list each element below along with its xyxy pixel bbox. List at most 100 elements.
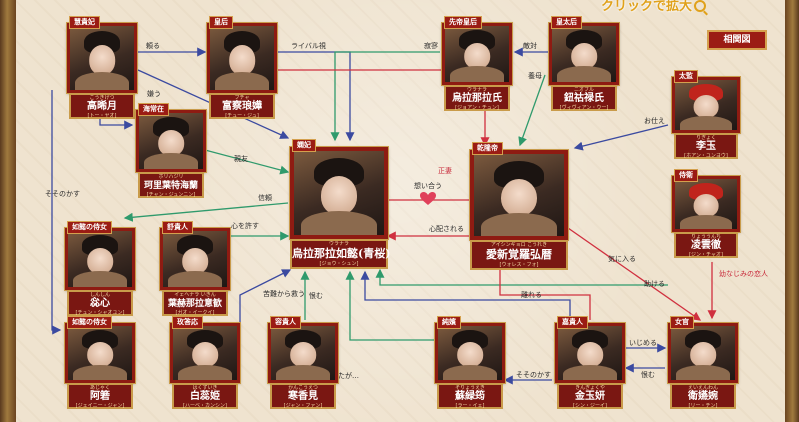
character-name: 金玉妍: [575, 391, 605, 402]
line-ruyi-xinxin: [123, 202, 289, 222]
ruby: ホリハジリ: [158, 174, 184, 180]
line-gaoxi-ajiao: [51, 90, 62, 335]
character-name: 白蕊姫: [190, 391, 220, 402]
actor-name: [ジェイニー・ジャン]: [75, 403, 125, 409]
label-betrayed: 裏切ったが…: [317, 372, 359, 380]
nameplate: フチャ 富察琅嬅 [チュー・ジュ]: [209, 93, 275, 119]
nameplate: りょううんち 凌雲徹 [ジン・チャオ]: [674, 232, 738, 258]
nameplate: ホリハジリ 珂里葉特海蘭 [チャン・ジュンニン]: [138, 172, 204, 198]
portrait: [160, 228, 230, 290]
label-incite2: そそのかす: [516, 371, 551, 379]
nameplate: かんこうえつ 寒香見 [ジャン・ファン]: [270, 383, 336, 409]
line-ling-ruyi: [375, 268, 668, 286]
line-hongli-weiyan: [567, 227, 702, 321]
line-sulu-ruyi: [345, 270, 440, 341]
ruby: かんこうえつ: [288, 385, 318, 391]
actor-name: [ガオ・イークイ]: [175, 310, 215, 316]
nameplate: こうきげつ 高晞月 [トー・ヤオ]: [69, 93, 135, 119]
actor-name: [チュン・シャオユン]: [75, 310, 125, 316]
label-incite: そそのかす: [45, 190, 80, 198]
actor-name: [ラー・イェ]: [455, 403, 485, 409]
label-open-heart: 心を許す: [231, 222, 259, 230]
ruby: アイシンギョロ こうれき: [490, 242, 548, 248]
role-tag: 乾隆帝: [472, 142, 503, 155]
portrait: [555, 323, 625, 383]
label-distrust: 離れる: [521, 291, 542, 299]
character-name: 鈕祜禄氏: [564, 93, 604, 104]
character-name: 烏拉那拉如懿(青桜): [292, 247, 391, 260]
label-resent: 恨む: [309, 292, 323, 300]
nameplate: イェヘナラ いきん 葉赫那拉意歓 [ガオ・イークイ]: [162, 290, 228, 316]
character-name: 蘇緑筠: [455, 391, 485, 402]
actor-name: [ウォレス・フォ]: [499, 262, 539, 268]
role-tag: 容貴人: [270, 316, 301, 329]
label-adopt: 養母: [528, 72, 542, 80]
label-bully2: いじめる: [629, 339, 657, 347]
actor-name: [チュー・ジュ]: [225, 113, 259, 119]
label-like: 気に入る: [608, 255, 636, 263]
line-jinyu-hongli: [495, 260, 591, 320]
character-name: 凌雲徹: [691, 240, 721, 251]
character-name: 李玉: [696, 141, 716, 152]
nameplate: ウラナラ 烏拉那拉如懿(青桜) [ジョウ・シュン]: [290, 239, 391, 269]
character-name: 烏拉那拉氏: [452, 93, 502, 104]
line-liyu-hongli: [573, 124, 669, 151]
label-childhood: 幼なじみの恋人: [719, 270, 768, 278]
left-frame: [0, 0, 16, 422]
ruby: フチャ: [234, 95, 250, 101]
portrait: [549, 23, 619, 85]
line-niohuru-hongli: [518, 74, 546, 147]
role-tag: 嫻妃: [292, 139, 316, 152]
ruby: こうきげつ: [89, 95, 115, 101]
role-tag: 太監: [674, 70, 698, 83]
role-tag: 皇后: [209, 16, 233, 29]
magnifier-icon: [694, 0, 707, 12]
portrait: [442, 23, 512, 85]
portrait: [672, 176, 740, 232]
line-jinyu-ruyi: [360, 270, 571, 320]
actor-name: [シン・ジーイ]: [573, 403, 607, 409]
role-tag: 舒貴人: [162, 221, 193, 234]
portrait: [435, 323, 505, 383]
character-name: 衛嬿婉: [688, 391, 718, 402]
label-close-friend: 親友: [234, 155, 248, 163]
relation-chart-button[interactable]: 相関図: [707, 30, 767, 50]
heart-icon: [420, 192, 436, 206]
ruby: りぎょく: [696, 135, 716, 141]
role-tag: 侍衛: [674, 169, 698, 182]
label-favor: 寂寥: [424, 42, 438, 50]
character-name: 阿箬: [90, 391, 110, 402]
portrait: [136, 110, 206, 172]
actor-name: [ホアン・ユンヨウ]: [684, 153, 728, 159]
actor-name: [ジョウ・シュン]: [319, 261, 359, 267]
portrait: [67, 23, 137, 93]
character-name: 愛新覚羅弘暦: [486, 248, 552, 261]
ruby: ウラナラ: [328, 241, 349, 247]
actor-name: [ジャン・ファン]: [283, 403, 323, 409]
ruby: ウラナラ: [466, 87, 487, 93]
label-trust: 信頼: [258, 194, 272, 202]
portrait: [170, 323, 240, 383]
ruby: はくずいき: [192, 385, 218, 391]
role-tag: 海常在: [138, 103, 169, 116]
portrait: [290, 147, 388, 239]
portrait: [668, 323, 738, 383]
actor-name: [リー・チン]: [688, 403, 718, 409]
character-name: 富察琅嬅: [222, 101, 262, 112]
label-rival: ライバル視: [291, 42, 326, 50]
portrait: [268, 323, 338, 383]
label-lean-on: 頼る: [146, 42, 160, 50]
click-to-zoom-link[interactable]: クリックで拡大: [601, 0, 707, 18]
actor-name: [チャン・ジュンニン]: [146, 192, 196, 198]
character-name: 珂里葉特海蘭: [143, 181, 198, 191]
role-tag: 純嬪: [437, 316, 461, 329]
line-elder-ruyi: [330, 51, 440, 142]
character-name: 惢心: [90, 298, 110, 309]
role-tag: 嘉貴人: [557, 316, 588, 329]
actor-name: [ハーベ・カンシン]: [183, 403, 227, 409]
right-frame: [785, 0, 799, 422]
character-name: 高晞月: [87, 101, 117, 112]
label-help: 助ける: [644, 280, 665, 288]
label-love-each-other: 想い合う: [414, 182, 442, 190]
label-empress: 正妻: [438, 167, 452, 175]
